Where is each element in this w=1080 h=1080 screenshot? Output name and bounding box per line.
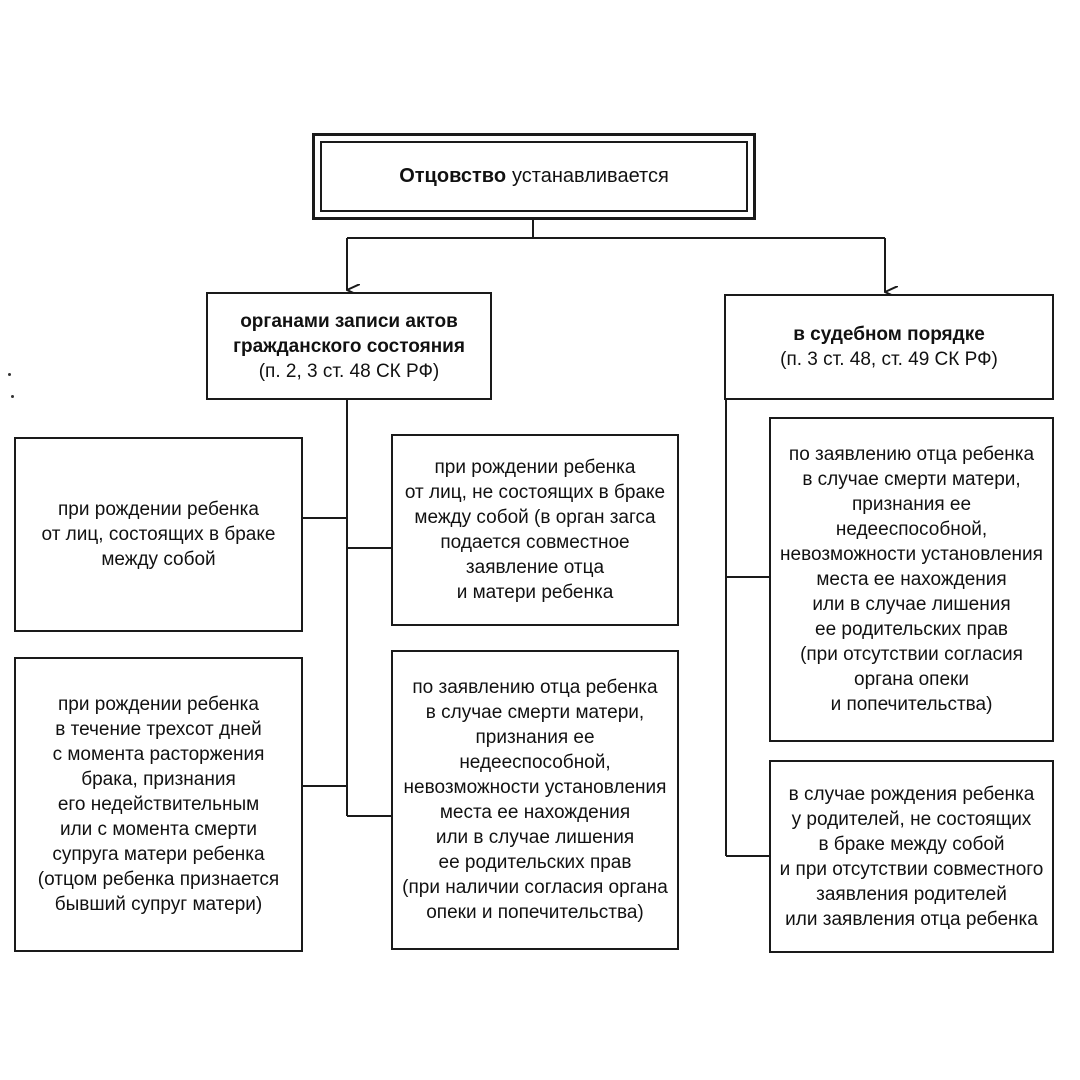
root-title-rest: устанавливается <box>512 165 669 187</box>
case-father-application-without-consent: по заявлению отца ребенка в случае смерт… <box>769 417 1054 742</box>
speck <box>11 395 14 398</box>
case-unmarried-joint-application: при рождении ребенка от лиц, не состоящи… <box>391 434 679 626</box>
branch-civil-registry-ref: (п. 2, 3 ст. 48 СК РФ) <box>258 360 440 382</box>
case-unmarried-no-joint-application: в случае рождения ребенка у родителей, н… <box>769 760 1054 953</box>
branch-civil-registry: органами записи актов гражданского состо… <box>206 292 492 400</box>
branch-judicial: в судебном порядке (п. 3 ст. 48, ст. 49 … <box>724 294 1054 400</box>
root-title-bold: Отцовство <box>399 165 507 187</box>
branch-judicial-title: в судебном порядке <box>793 324 985 345</box>
case-married-parents: при рождении ребенка от лиц, состоящих в… <box>14 437 303 632</box>
speck <box>8 373 11 376</box>
case-within-300-days: при рождении ребенка в течение трехсот д… <box>14 657 303 952</box>
branch-judicial-ref: (п. 3 ст. 48, ст. 49 СК РФ) <box>780 349 998 370</box>
root-box: Отцовство устанавливается <box>312 133 756 220</box>
case-father-application-with-consent: по заявлению отца ребенка в случае смерт… <box>391 650 679 950</box>
branch-civil-registry-title: органами записи актов гражданского состо… <box>233 310 465 357</box>
root-inner-frame: Отцовство устанавливается <box>320 141 748 212</box>
